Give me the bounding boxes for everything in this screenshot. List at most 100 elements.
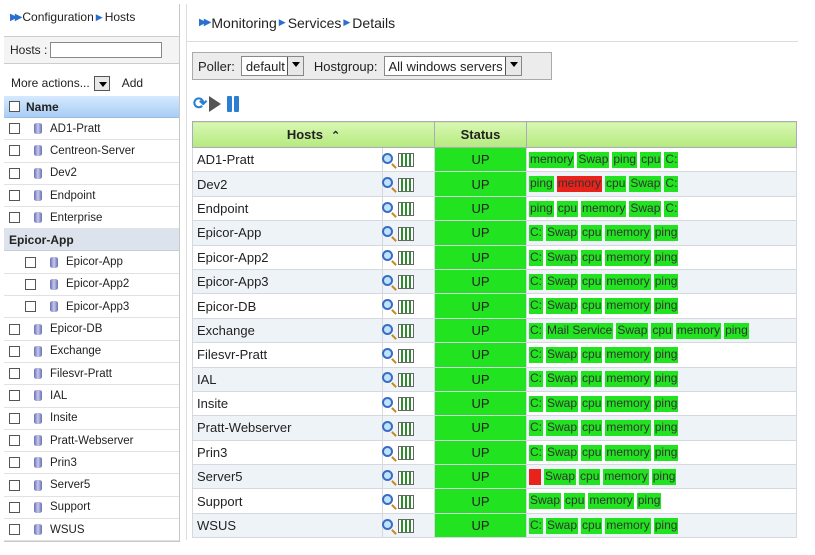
host-cell[interactable]: Epicor-App3 — [192, 269, 383, 295]
service-badge[interactable]: Swap — [546, 444, 579, 461]
service-badge[interactable]: C: — [664, 151, 679, 168]
service-badge[interactable]: ping — [653, 273, 679, 290]
service-badge[interactable]: memory — [529, 151, 575, 168]
host-cell[interactable]: Epicor-App2 — [192, 245, 383, 270]
bar-chart-icon[interactable] — [398, 470, 414, 485]
service-badge[interactable]: Swap — [577, 151, 610, 168]
service-badge[interactable]: ping — [636, 493, 662, 510]
service-badge[interactable]: Swap — [629, 176, 662, 193]
host-list-item[interactable]: Insite — [4, 408, 179, 430]
host-list-item[interactable]: IAL — [4, 385, 179, 408]
bar-chart-icon[interactable] — [398, 202, 414, 217]
row-checkbox[interactable] — [25, 256, 36, 268]
host-list-item[interactable]: Support — [4, 497, 179, 520]
service-badge[interactable]: memory — [605, 517, 651, 534]
bar-chart-icon[interactable] — [398, 299, 414, 314]
bar-chart-icon[interactable] — [398, 494, 414, 509]
host-name[interactable]: Prin3 — [50, 456, 77, 469]
service-badge[interactable]: C: — [529, 273, 543, 290]
select-all-checkbox[interactable] — [9, 101, 20, 112]
magnifier-icon[interactable] — [382, 469, 393, 481]
row-checkbox[interactable] — [9, 435, 20, 446]
service-badge[interactable]: Swap — [546, 420, 579, 437]
host-name[interactable]: Enterprise — [50, 211, 103, 224]
service-badge[interactable]: ping — [653, 347, 679, 364]
service-badge[interactable]: cpu — [640, 151, 662, 168]
magnifier-icon[interactable] — [382, 421, 393, 433]
magnifier-icon[interactable] — [382, 372, 393, 384]
host-name[interactable]: Filesvr-Pratt — [50, 367, 112, 380]
service-badge[interactable]: Swap — [546, 273, 579, 290]
host-name[interactable]: Epicor-App2 — [66, 278, 130, 291]
row-checkbox[interactable] — [9, 190, 20, 202]
host-name[interactable]: Epicor-DB — [50, 323, 103, 336]
service-badge[interactable]: Swap — [546, 298, 579, 315]
chevron-down-icon[interactable] — [504, 57, 521, 75]
host-cell[interactable]: IAL — [192, 367, 383, 392]
host-list-item[interactable]: Epicor-App2 — [4, 274, 179, 297]
service-badge[interactable]: cpu — [581, 225, 603, 242]
hostgroup-select[interactable]: All windows servers — [383, 56, 522, 76]
row-checkbox[interactable] — [9, 390, 20, 402]
magnifier-icon[interactable] — [382, 323, 393, 335]
service-badge[interactable]: cpu — [581, 420, 603, 437]
host-cell[interactable]: Pratt-Webserver — [192, 415, 383, 441]
host-list-item[interactable]: Pratt-Webserver — [4, 430, 179, 453]
magnifier-icon[interactable] — [382, 494, 393, 506]
bar-chart-icon[interactable] — [398, 348, 414, 363]
refresh-icon[interactable]: ⟳ — [193, 94, 208, 113]
service-badge[interactable]: cpu — [581, 395, 603, 412]
row-checkbox[interactable] — [9, 457, 20, 469]
row-checkbox[interactable] — [9, 145, 20, 157]
host-name[interactable]: WSUS — [50, 523, 85, 536]
service-badge[interactable]: memory — [605, 395, 651, 412]
host-cell[interactable]: Insite — [192, 391, 383, 417]
chevron-down-icon[interactable] — [286, 57, 303, 75]
host-name[interactable]: Pratt-Webserver — [50, 434, 134, 447]
row-checkbox[interactable] — [9, 524, 20, 536]
service-badge[interactable]: cpu — [581, 298, 603, 315]
service-badge[interactable]: cpu — [579, 469, 601, 486]
service-badge[interactable]: memory — [556, 176, 603, 193]
service-badge[interactable]: C: — [529, 298, 543, 315]
service-badge[interactable]: memory — [605, 225, 651, 242]
host-cell[interactable]: Prin3 — [192, 440, 383, 466]
host-list-item[interactable]: Exchange — [4, 341, 179, 363]
row-checkbox[interactable] — [9, 479, 20, 491]
host-name[interactable]: Dev2 — [50, 167, 77, 180]
service-badge[interactable]: cpu — [564, 493, 586, 510]
service-badge[interactable]: memory — [605, 347, 651, 364]
magnifier-icon[interactable] — [382, 518, 393, 530]
host-name[interactable]: AD1-Pratt — [50, 122, 101, 135]
host-name[interactable]: Epicor-App — [66, 256, 123, 269]
host-cell[interactable]: Endpoint — [192, 196, 383, 222]
breadcrumb-hosts[interactable]: Hosts — [104, 10, 136, 24]
service-badge[interactable]: ping — [653, 444, 679, 461]
service-badge[interactable]: ping — [653, 298, 679, 315]
service-badge[interactable]: cpu — [581, 273, 603, 290]
pause-icon[interactable] — [227, 96, 240, 112]
service-badge[interactable]: cpu — [651, 322, 673, 339]
service-badge[interactable]: Swap — [629, 200, 662, 217]
host-cell[interactable]: Epicor-App — [192, 220, 383, 246]
column-name[interactable]: Name — [26, 99, 59, 114]
bar-chart-icon[interactable] — [398, 226, 414, 241]
service-badge[interactable]: ping — [653, 371, 679, 388]
magnifier-icon[interactable] — [382, 177, 393, 189]
chevron-down-icon[interactable] — [93, 75, 110, 91]
host-cell[interactable]: Epicor-DB — [192, 293, 383, 319]
service-badge[interactable]: C: — [529, 444, 543, 461]
magnifier-icon[interactable] — [382, 152, 393, 164]
magnifier-icon[interactable] — [382, 274, 393, 286]
host-name[interactable]: Epicor-App3 — [66, 300, 130, 313]
host-list-item[interactable]: Endpoint — [4, 185, 179, 208]
host-list-item[interactable]: Epicor-App3 — [4, 296, 179, 319]
magnifier-icon[interactable] — [382, 250, 393, 262]
breadcrumb-details[interactable]: Details — [352, 14, 396, 31]
host-cell[interactable]: Filesvr-Pratt — [192, 342, 383, 368]
service-badge[interactable]: Swap — [546, 347, 579, 364]
service-badge[interactable]: ping — [651, 469, 677, 486]
service-badge[interactable]: cpu — [581, 517, 603, 534]
service-badge[interactable]: memory — [675, 322, 722, 339]
host-list-item[interactable]: WSUS — [4, 519, 179, 542]
